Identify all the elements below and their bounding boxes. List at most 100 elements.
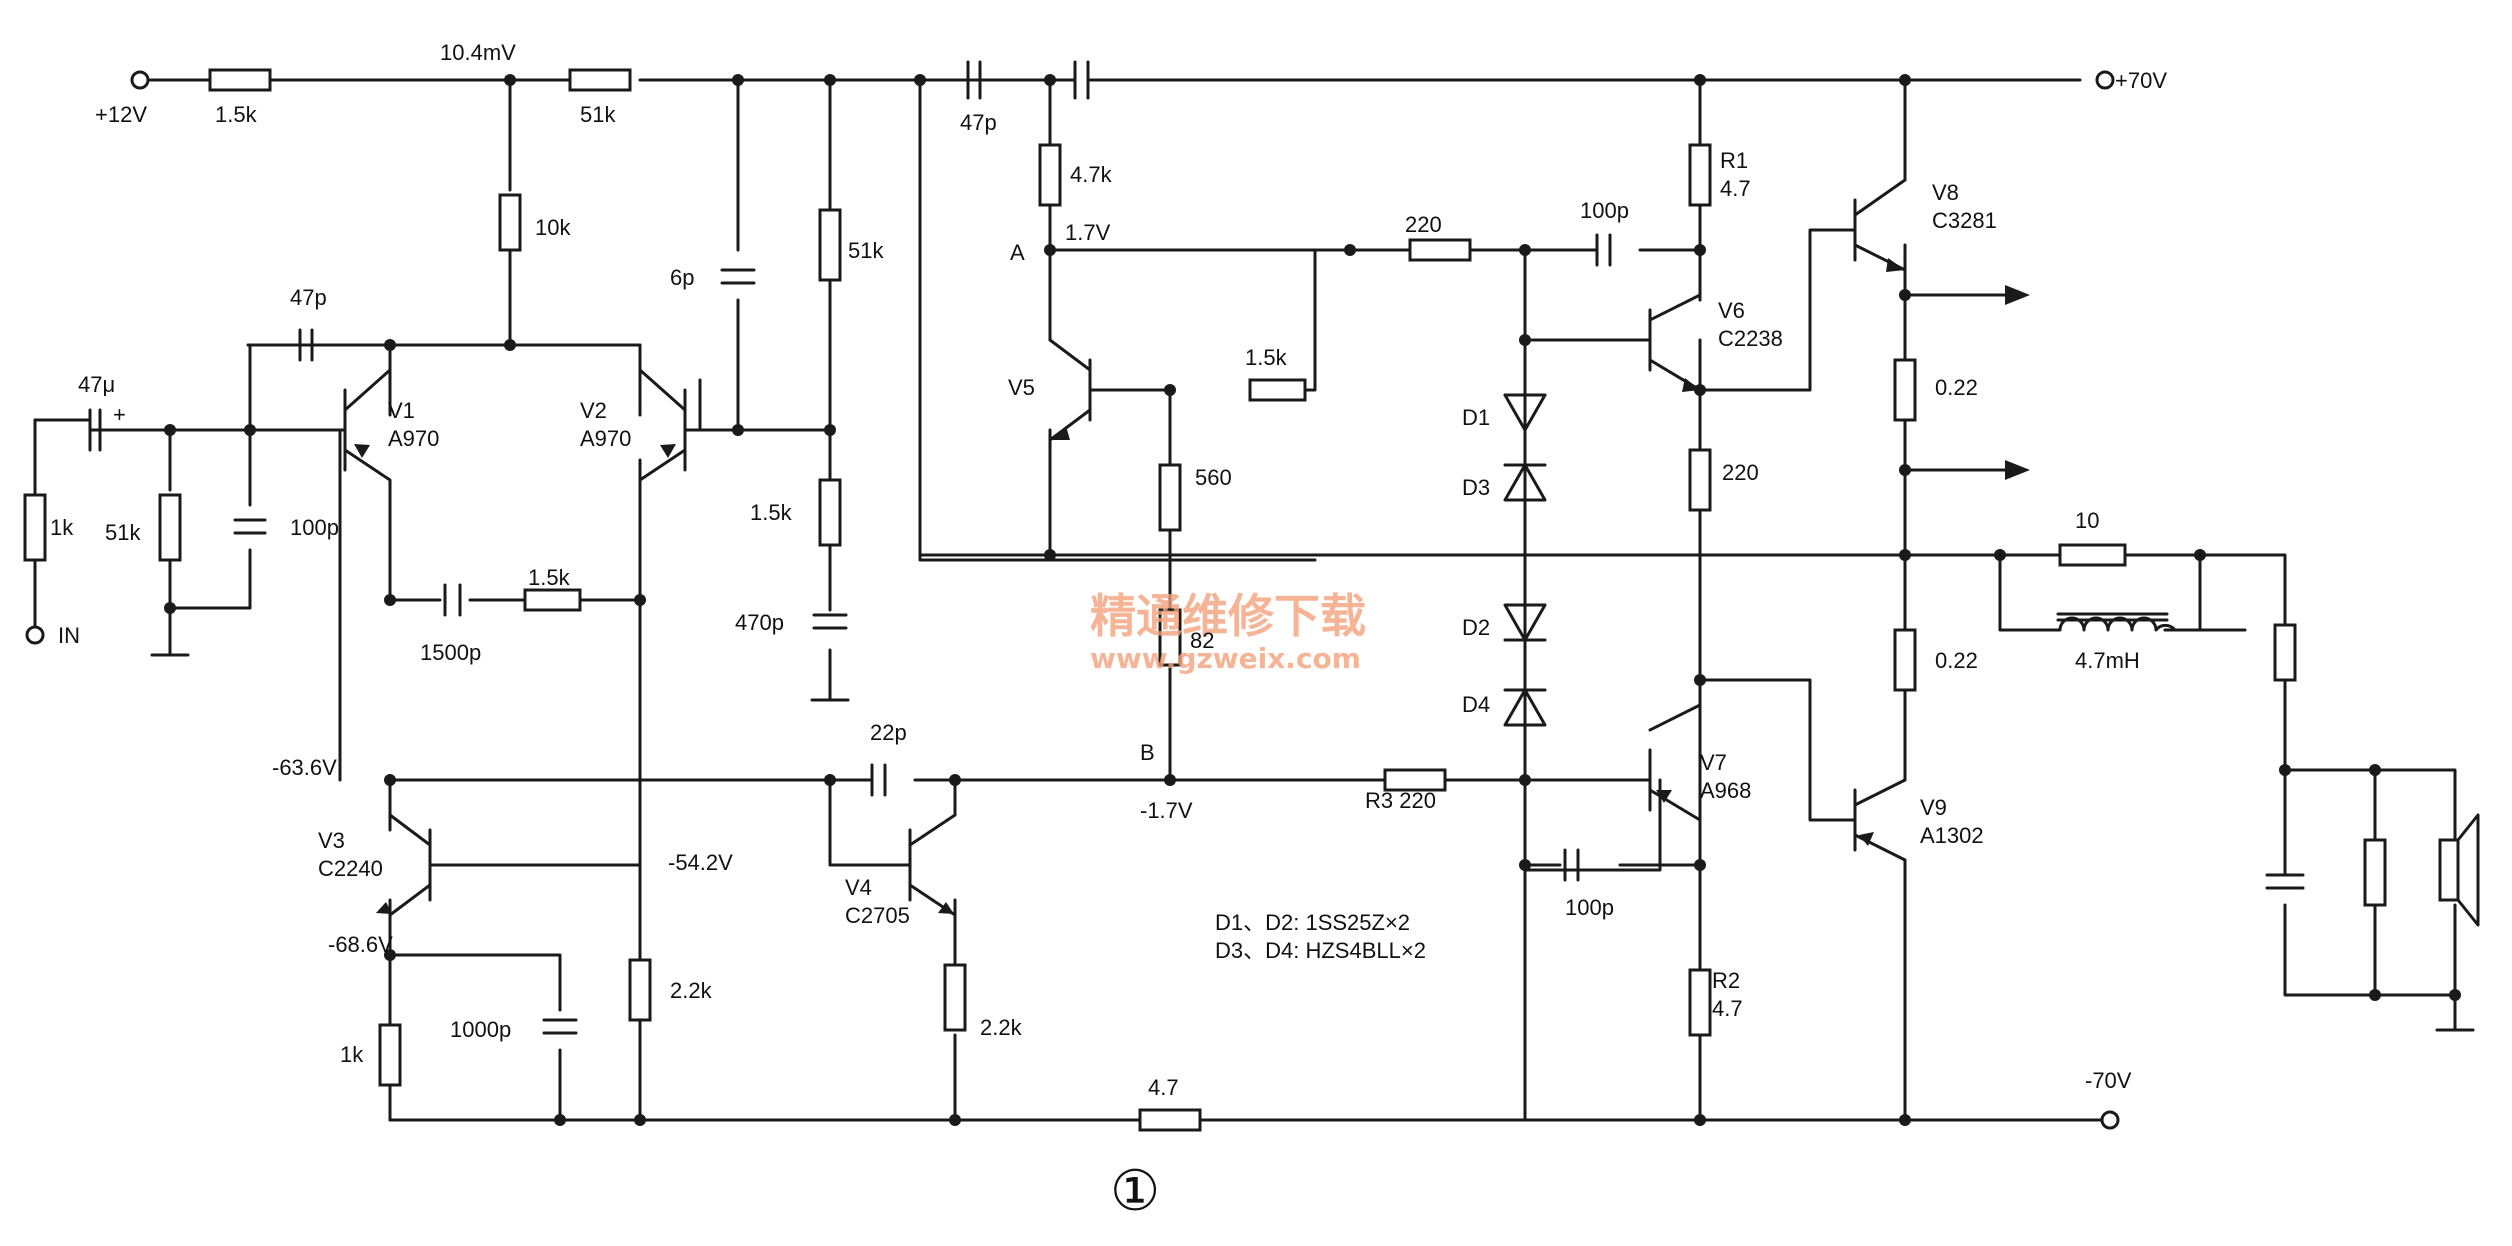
resistor-51k-mid [818,208,842,282]
label-c-6p: 6p [670,265,694,290]
resistor-560 [1158,463,1182,532]
diodes [1503,368,1547,782]
watermark-chinese: 精通维修下载 [1090,589,1366,643]
label-plus12v: +12V [95,102,147,127]
label-r-82: 82 [1190,628,1214,653]
label-r-4k7-bottom: 4.7 [1148,1075,1179,1100]
resistor-4k7-bottom [1138,1108,1202,1132]
label-r-2k2-b: 2.2k [980,1015,1023,1040]
label-r-1k5-in: 1.5k [215,102,258,127]
label-v8-type: C3281 [1932,208,1997,233]
label-c-470p: 470p [735,610,784,635]
resistor-2k2-b [943,963,967,1032]
label-c-47u: 47μ [78,372,115,397]
terminal-minus70v [2100,1110,2120,1130]
label-c-22p: 22p [870,720,907,745]
junction-nodes [164,74,2461,1126]
figure-number: ① [1110,1159,1160,1222]
resistor-1k5-in [208,68,272,92]
resistor-1k5-v5 [1248,378,1307,402]
label-r-220-top: 220 [1405,212,1442,237]
label-v4: V4 [845,875,872,900]
resistor-0r22-b [1893,628,1917,692]
resistor-2k2-a [628,958,652,1022]
label-v2-type: A970 [580,426,631,451]
watermark-url: www.gzweix.com [1090,642,1361,675]
label-c-100p-v7: 100p [1565,895,1614,920]
inductor-core [2056,612,2169,622]
resistor-51k-in [158,493,182,562]
terminal-plus70v [2095,70,2115,90]
resistor-r3-220 [1383,768,1447,792]
label-v1-type: A970 [388,426,439,451]
label-v3-type: C2240 [318,856,383,881]
label-r2: R2 [1712,968,1740,993]
resistors [23,68,2387,1132]
label-c-47p-top: 47p [960,110,997,135]
resistor-r2 [1688,968,1712,1037]
resistor-r1 [1688,143,1712,207]
label-v9-type: A1302 [1920,823,1984,848]
label-plus70v: +70V [2115,68,2167,93]
label-v3: V3 [318,828,345,853]
label-r-51k-top: 51k [580,102,616,127]
resistor-82 [1158,608,1182,667]
label-r-1k-in: 1k [50,515,74,540]
label-v2: V2 [580,398,607,423]
label-minus-1-7v: -1.7V [1140,798,1193,823]
resistor-10 [2058,543,2127,567]
note-diodes-1: D1、D2: 1SS25Z×2 [1215,910,1410,935]
label-minus-54-2v: -54.2V [668,850,733,875]
label-v6: V6 [1718,298,1745,323]
label-r-51k-in: 51k [105,520,141,545]
label-minus-63-6v: -63.6V [272,755,337,780]
label-in: IN [58,623,80,648]
component-labels: +12V 1.5k 10.4mV 51k +70V IN 1k 47μ + 51… [50,40,2167,1222]
label-c-1000p: 1000p [450,1017,511,1042]
wires [33,78,2457,1122]
label-r-10: 10 [2075,508,2099,533]
label-v7: V7 [1700,750,1727,775]
label-c-47p-fb: 47p [290,285,327,310]
label-r-1k5-mid: 1.5k [750,500,793,525]
ground-symbols [150,653,2475,1032]
resistor-1k5-mid [818,478,842,547]
resistor-4k7 [1038,143,1062,207]
label-l-4-7mh: 4.7mH [2075,648,2140,673]
label-10-4mv: 10.4mV [440,40,516,65]
label-v7-type: A968 [1700,778,1751,803]
label-r-0r22-a: 0.22 [1935,375,1978,400]
label-plus-sign: + [113,402,126,427]
label-r-1k5-v5: 1.5k [1245,345,1288,370]
label-r2-value: 4.7 [1712,996,1743,1021]
label-r-51k-mid: 51k [848,238,884,263]
label-c-1500p: 1500p [420,640,481,665]
label-minus70v: -70V [2085,1068,2132,1093]
terminal-in [25,625,45,645]
label-r1: R1 [1720,148,1748,173]
resistor-220-top [1408,238,1472,262]
label-v4-type: C2705 [845,903,910,928]
label-v5: V5 [1008,375,1035,400]
terminal-plus12v [130,70,150,90]
label-r-2k2-a: 2.2k [670,978,713,1003]
label-v9: V9 [1920,795,1947,820]
capacitors [88,60,2305,1035]
label-node-a: A [1010,240,1025,265]
transistor-arrows [354,258,1905,914]
label-r-4k7: 4.7k [1070,162,1113,187]
output-arrows [2005,285,2030,480]
label-c-100p-top: 100p [1580,198,1629,223]
label-1-7v: 1.7V [1065,220,1111,245]
resistor-51k-top [568,68,632,92]
label-r1-value: 4.7 [1720,176,1751,201]
label-r-0r22-b: 0.22 [1935,648,1978,673]
resistor-1k-in [23,493,47,562]
resistor-zobel [2273,623,2297,682]
label-minus-68-6v: -68.6V [328,932,393,957]
capacitor-47p-top [1073,60,1090,100]
resistor-load [2363,838,2387,907]
label-v6-type: C2238 [1718,326,1783,351]
resistor-1k-v3 [378,1023,402,1087]
